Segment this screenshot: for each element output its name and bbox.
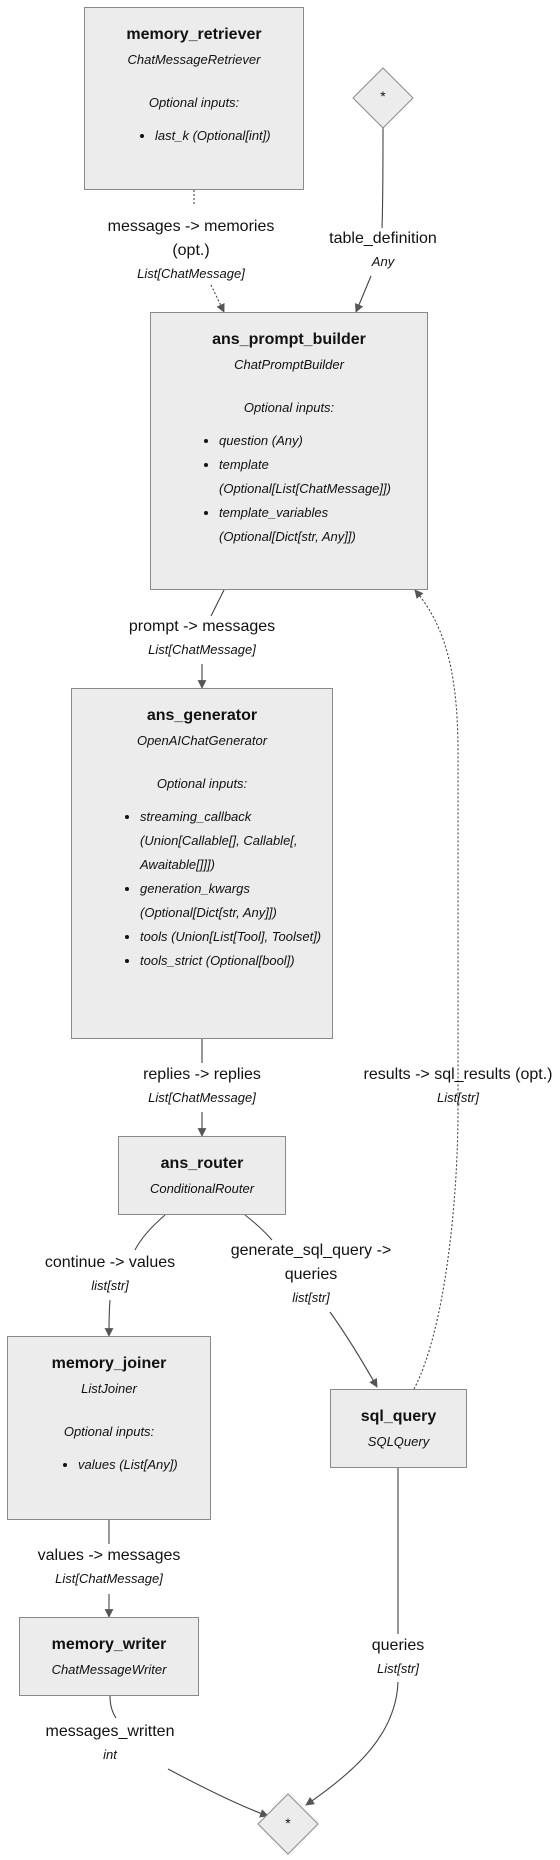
edge-label-sql-to-builder: results -> sql_results (opt.) List[str] — [358, 1063, 558, 1107]
edge-router-to-joiner — [104, 1299, 114, 1337]
edge-label-joiner-to-writer: values -> messages List[ChatMessage] — [19, 1544, 199, 1588]
node-type: ChatMessageWriter — [51, 1662, 167, 1677]
node-type: ChatPromptBuilder — [234, 357, 344, 372]
edge-name: prompt -> messages — [128, 618, 276, 635]
edge-sql-to-builder — [413, 589, 459, 1390]
output-terminal-diamond — [257, 1793, 319, 1855]
edge-retriever-to-builder — [210, 284, 225, 313]
node-title: memory_writer — [51, 1636, 167, 1653]
edge-name: continue -> values — [44, 1254, 176, 1271]
edge-router-to-sql — [329, 1311, 378, 1388]
optional-input: tools_strict (Optional[bool]) — [140, 949, 322, 973]
edge-name: messages_written — [45, 1723, 175, 1740]
node-sql-query[interactable]: sql_query SQLQuery — [330, 1389, 467, 1468]
edge-name: messages -> memories (opt.) — [107, 218, 275, 259]
node-type: SQLQuery — [367, 1434, 430, 1449]
edge-label-router-to-joiner: continue -> values list[str] — [25, 1251, 195, 1295]
edge-label-writer-out: messages_written int — [25, 1720, 195, 1764]
edge-type: list[str] — [91, 1278, 129, 1293]
edge-label-sql-queries-out: queries List[str] — [338, 1634, 458, 1678]
node-title: ans_prompt_builder — [212, 331, 366, 348]
node-ans-prompt-builder[interactable]: ans_prompt_builder ChatPromptBuilder Opt… — [150, 312, 428, 590]
edge-label-router-to-sql: generate_sql_query -> queries list[str] — [218, 1239, 404, 1307]
node-type: OpenAIChatGenerator — [136, 733, 268, 748]
edge-name: generate_sql_query -> queries — [230, 1242, 392, 1283]
optional-inputs-list: question (Any) template (Optional[List[C… — [151, 429, 427, 549]
node-ans-router[interactable]: ans_router ConditionalRouter — [118, 1136, 286, 1215]
node-title: memory_joiner — [51, 1355, 167, 1372]
node-type: ChatMessageRetriever — [127, 52, 261, 67]
node-title: ans_generator — [146, 707, 258, 724]
edge-type: List[str] — [377, 1661, 419, 1676]
optional-input: generation_kwargs (Optional[Dict[str, An… — [140, 877, 322, 925]
optional-input: last_k (Optional[int]) — [155, 124, 293, 148]
edge-type: Any — [371, 254, 395, 269]
edge-label-generator-to-router: replies -> replies List[ChatMessage] — [112, 1063, 292, 1107]
optional-input: template_variables (Optional[Dict[str, A… — [219, 501, 417, 549]
edge-name: replies -> replies — [143, 1066, 261, 1083]
edge-type: int — [103, 1747, 117, 1762]
output-terminal-symbol: * — [285, 1815, 291, 1831]
node-ans-generator[interactable]: ans_generator OpenAIChatGenerator Option… — [71, 688, 333, 1039]
optional-inputs-list: values (List[Any]) — [8, 1453, 210, 1477]
node-type: ListJoiner — [81, 1381, 137, 1396]
node-memory-joiner[interactable]: memory_joiner ListJoiner Optional inputs… — [7, 1336, 211, 1520]
node-memory-retriever[interactable]: memory_retriever ChatMessageRetriever Op… — [84, 7, 304, 190]
edge-builder-to-generator — [210, 589, 225, 617]
edge-type: list[str] — [292, 1290, 330, 1305]
edge-type: List[str] — [437, 1090, 479, 1105]
optional-input: question (Any) — [219, 429, 417, 453]
edge-name: queries — [371, 1637, 425, 1654]
edge-label-builder-to-generator: prompt -> messages List[ChatMessage] — [112, 615, 292, 659]
optional-inputs-list: last_k (Optional[int]) — [85, 124, 303, 148]
optional-input: streaming_callback (Union[Callable[], Ca… — [140, 805, 322, 877]
optional-inputs-list: streaming_callback (Union[Callable[], Ca… — [72, 805, 332, 973]
optional-inputs-title: Optional inputs: — [63, 1424, 155, 1439]
edge-name: values -> messages — [37, 1547, 181, 1564]
optional-inputs-title: Optional inputs: — [156, 776, 248, 791]
edge-table-definition — [354, 275, 372, 313]
node-title: memory_retriever — [126, 26, 262, 43]
edge-sql-queries-out — [305, 1681, 399, 1806]
node-title: sql_query — [360, 1408, 437, 1425]
optional-input: template (Optional[List[ChatMessage]]) — [219, 453, 417, 501]
edge-type: List[ChatMessage] — [55, 1571, 163, 1586]
optional-inputs-title: Optional inputs: — [243, 400, 335, 415]
optional-input: tools (Union[List[Tool], Toolset]) — [140, 925, 322, 949]
edge-label-retriever-to-builder: messages -> memories (opt.) List[ChatMes… — [96, 215, 286, 283]
edge-router-to-joiner — [134, 1214, 166, 1251]
edge-name: table_definition — [329, 230, 437, 247]
node-memory-writer[interactable]: memory_writer ChatMessageWriter — [19, 1617, 199, 1696]
edge-name: results -> sql_results (opt.) — [363, 1066, 553, 1083]
input-terminal-symbol: * — [380, 88, 386, 104]
edge-router-to-sql — [244, 1214, 273, 1241]
edge-label-table-definition: table_definition Any — [308, 227, 458, 271]
optional-inputs-title: Optional inputs: — [148, 95, 240, 110]
edge-type: List[ChatMessage] — [137, 266, 245, 281]
edge-writer-out — [167, 1768, 269, 1818]
edge-type: List[ChatMessage] — [148, 1090, 256, 1105]
node-title: ans_router — [160, 1155, 244, 1172]
edge-table-definition — [381, 127, 384, 229]
input-terminal-diamond — [352, 67, 414, 129]
edge-type: List[ChatMessage] — [148, 642, 256, 657]
edge-writer-out — [109, 1695, 117, 1719]
optional-input: values (List[Any]) — [78, 1453, 200, 1477]
node-type: ConditionalRouter — [149, 1181, 255, 1196]
